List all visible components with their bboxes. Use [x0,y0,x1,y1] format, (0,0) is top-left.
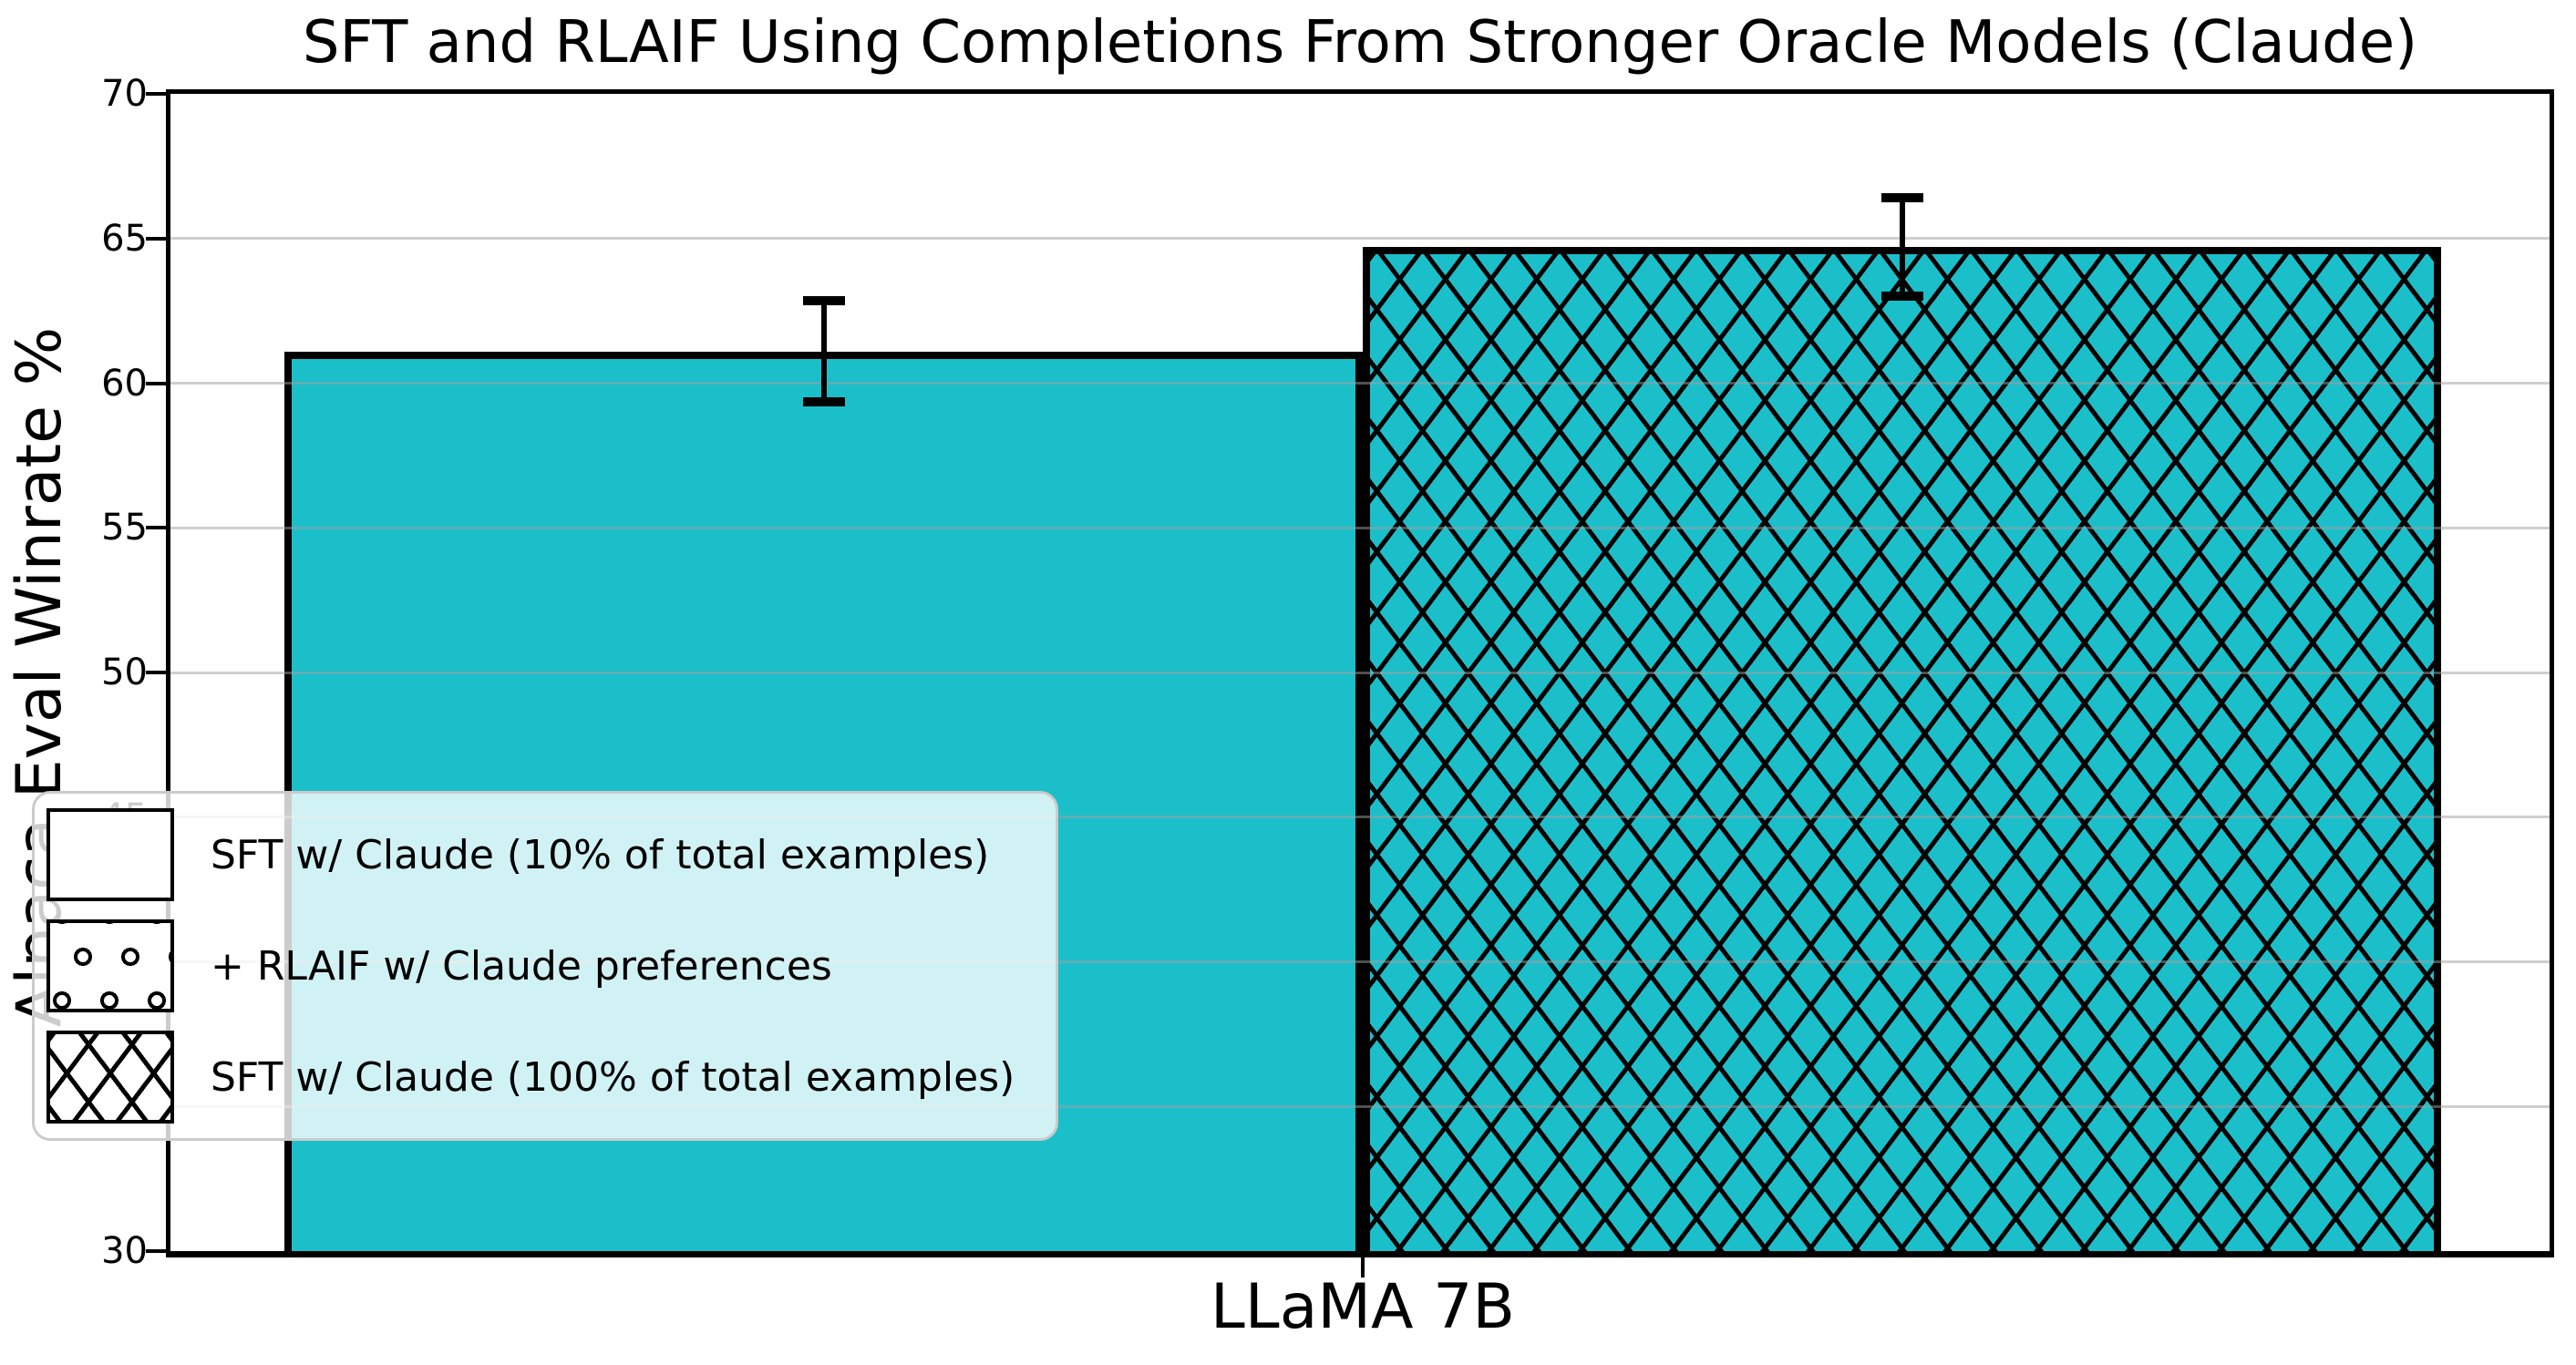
error-bar-cap [1880,292,1923,302]
legend-entry: + RLAIF w/ Claude preferences [46,919,1056,1012]
legend-swatch-crosshatch [46,1031,174,1124]
legend-label: SFT w/ Claude (10% of total examples) [211,831,990,878]
legend: SFT w/ Claude (10% of total examples) + R… [32,791,1058,1141]
legend-label: SFT w/ Claude (100% of total examples) [211,1053,1015,1101]
legend-swatch-plain [46,808,174,901]
gridline [170,671,2550,674]
error-bar-line [820,301,827,403]
gridline [170,382,2550,385]
y-tick-label: 70 [101,73,148,115]
error-bar-line [1899,198,1905,297]
gridline [170,960,2550,963]
y-tick-mark [146,92,166,96]
legend-entry: SFT w/ Claude (10% of total examples) [46,808,1056,901]
chart-title: SFT and RLAIF Using Completions From Str… [302,9,2418,77]
y-tick-mark [146,671,166,674]
y-tick-mark [146,381,166,385]
gridline [170,237,2550,241]
y-tick-mark [146,526,166,530]
y-tick-label: 30 [101,1230,148,1272]
y-tick-label: 65 [101,217,148,260]
y-tick-label: 50 [101,652,148,693]
x-tick-label: LLaMA 7B [1210,1271,1516,1343]
gridline [170,1104,2550,1108]
legend-entry: SFT w/ Claude (100% of total examples) [46,1031,1056,1124]
y-tick-mark [146,236,166,241]
y-tick-mark [146,1249,166,1253]
error-bar-cap [1880,193,1923,203]
error-bar-cap [802,397,845,407]
gridline [170,526,2550,529]
y-tick-label: 60 [101,362,148,405]
error-bar-cap [802,296,845,305]
bar [1363,247,2441,1251]
legend-swatch-dots [46,919,174,1012]
x-tick-mark [1361,1257,1365,1278]
y-tick-label: 55 [101,507,148,549]
legend-label: + RLAIF w/ Claude preferences [211,942,832,990]
gridline [170,816,2550,819]
